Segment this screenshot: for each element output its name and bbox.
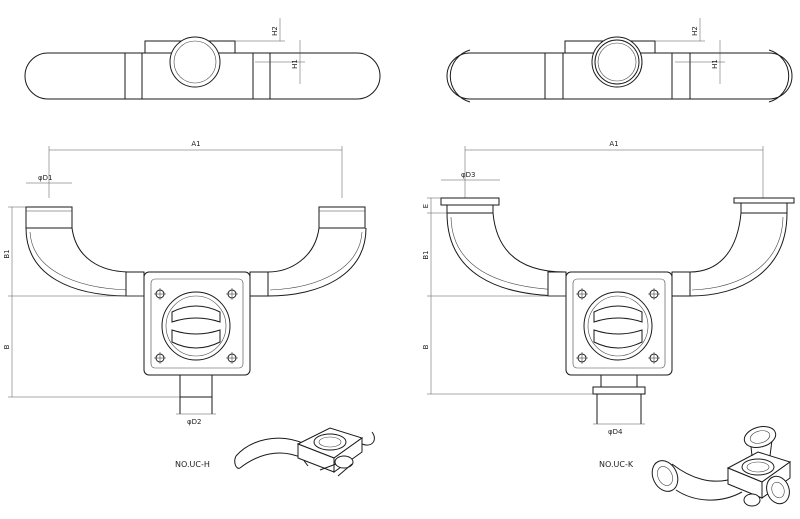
a1-label-left: A1 bbox=[191, 140, 200, 148]
b-label-left: B bbox=[3, 344, 11, 349]
top-view-left: H2 H1 bbox=[24, 18, 381, 100]
isometric-sketch-right bbox=[651, 425, 792, 507]
h2-label-right: H2 bbox=[691, 26, 699, 36]
top-view-right: H2 H1 bbox=[446, 18, 793, 103]
d4-label: φD4 bbox=[608, 428, 623, 436]
h1-label-left: H1 bbox=[291, 59, 299, 69]
d3-label: φD3 bbox=[461, 171, 475, 179]
a1-label-right: A1 bbox=[609, 140, 618, 148]
model-caption-right: NO.UC-K bbox=[599, 460, 634, 469]
d1-label: φD1 bbox=[38, 174, 52, 182]
h2-label-left: H2 bbox=[271, 26, 279, 36]
isometric-sketch-left bbox=[234, 427, 375, 477]
front-view-left: A1 φD1 bbox=[3, 140, 367, 426]
e-label-right: E bbox=[422, 204, 430, 208]
b1-label-right: B1 bbox=[422, 250, 430, 259]
b-label-right: B bbox=[422, 344, 430, 349]
front-view-right: A1 φD3 φD4 bbox=[422, 140, 795, 436]
b1-label-left: B1 bbox=[3, 249, 11, 258]
d2-label: φD2 bbox=[187, 418, 201, 426]
model-caption-left: NO.UC-H bbox=[175, 460, 210, 469]
h1-label-right: H1 bbox=[711, 59, 719, 69]
